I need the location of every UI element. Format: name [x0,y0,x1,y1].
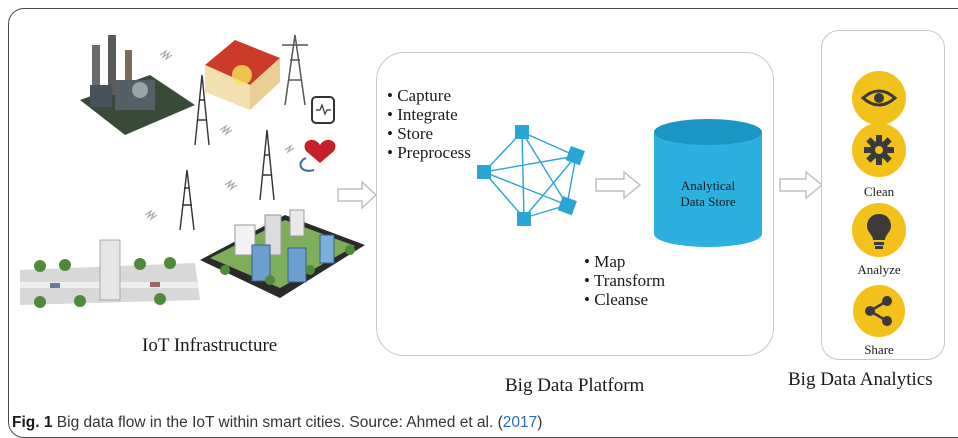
lightbulb-icon [852,203,906,257]
figure-caption: Fig. 1 Big data flow in the IoT within s… [12,414,542,432]
ingest-steps-list: Capture Integrate Store Preprocess [387,86,471,162]
analytics-title: Big Data Analytics [788,369,933,390]
iot-title: IoT Infrastructure [142,335,278,356]
network-graph-icon [477,125,585,226]
signal-lines [144,49,295,221]
heart-health-icon [299,139,336,172]
share-icon [853,285,905,337]
data-store-label-line2: Data Store [680,194,736,209]
flow-arrow-1 [337,180,378,210]
analytical-data-store-icon [654,119,762,247]
list-item: Transform [584,271,665,290]
caption-reference-link[interactable]: 2017 [502,414,538,431]
gear-icon [852,123,906,177]
transform-steps-list: Map Transform Cleanse [584,252,665,309]
flow-arrow-2 [595,170,642,200]
figure-number: Fig. 1 [12,414,53,431]
data-store-label: Analytical Data Store [652,178,764,210]
list-item: Map [584,252,665,271]
iot-illustration [20,34,365,308]
flow-arrow-3 [779,170,824,200]
list-item: Preprocess [387,143,471,162]
caption-text: Big data flow in the IoT within smart ci… [56,414,503,431]
platform-title: Big Data Platform [505,375,645,396]
list-item: Integrate [387,105,471,124]
list-item: Capture [387,86,471,105]
caption-close: ) [537,414,543,431]
step-label-clean: Clean [863,184,895,199]
city-block-illustration [200,209,365,298]
house-icon [205,40,280,110]
list-item: Store [387,124,471,143]
factory-icon [80,35,195,135]
street-illustration [20,239,200,308]
smartwatch-icon [311,96,335,124]
pylon-icon [282,34,308,106]
eye-icon [852,71,906,125]
step-label-share: Share [864,342,894,357]
antenna-tower-icon [179,74,275,231]
data-store-label-line1: Analytical [680,178,736,193]
step-label-analyze: Analyze [857,262,901,277]
list-item: Cleanse [584,290,665,309]
